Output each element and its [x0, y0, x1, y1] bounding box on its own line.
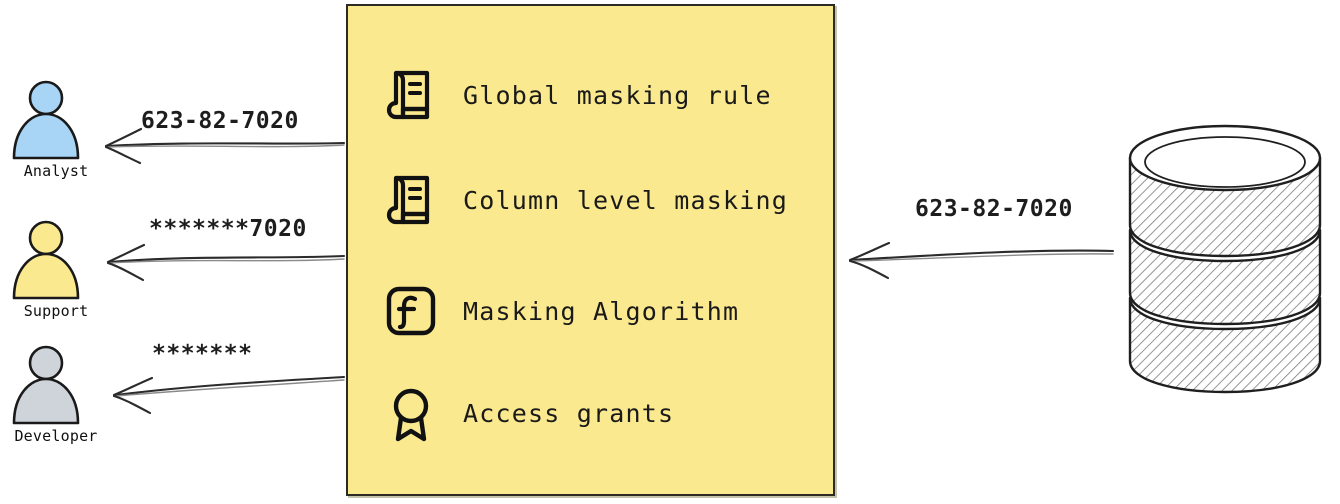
scroll-icon [386, 70, 430, 120]
scroll-icon [386, 175, 430, 225]
policy-item-column-level-masking: Column level masking [381, 168, 788, 232]
policy-item-global-masking-rule: Global masking rule [381, 63, 772, 127]
person-icon [12, 220, 80, 300]
policy-item-access-grants: Access grants [381, 381, 674, 445]
policy-item-label: Masking Algorithm [463, 296, 740, 326]
policy-item-label: Column level masking [463, 185, 789, 215]
function-box-icon [386, 286, 436, 336]
actor-label: Developer [14, 427, 98, 445]
edge-label-policy-to-support: *******7020 [149, 216, 307, 242]
policy-item-label: Access grants [463, 398, 675, 428]
masking-policy-card: Global masking rule Column level masking… [346, 4, 835, 496]
policy-item-masking-algorithm: Masking Algorithm [381, 279, 739, 343]
person-icon [12, 345, 80, 425]
award-ribbon-icon [393, 388, 429, 442]
actor-label: Support [23, 302, 89, 320]
edge-label-policy-to-analyst: 623-82-7020 [141, 108, 299, 134]
actor-analyst: Analyst [0, 78, 112, 180]
actor-support: Support [0, 218, 112, 320]
edge-label-source-to-policy: 623-82-7020 [915, 196, 1073, 222]
policy-item-label: Global masking rule [463, 80, 772, 110]
person-icon [12, 80, 80, 160]
arrow-policy-to-support [106, 243, 346, 282]
edge-label-policy-to-developer: ******* [152, 341, 253, 367]
arrow-source-to-policy [848, 241, 1115, 280]
actor-developer: Developer [0, 343, 112, 445]
arrow-policy-to-developer [112, 375, 346, 415]
actor-label: Analyst [23, 162, 89, 180]
database-cylinder-icon [1128, 124, 1322, 394]
arrow-policy-to-analyst [104, 127, 346, 165]
